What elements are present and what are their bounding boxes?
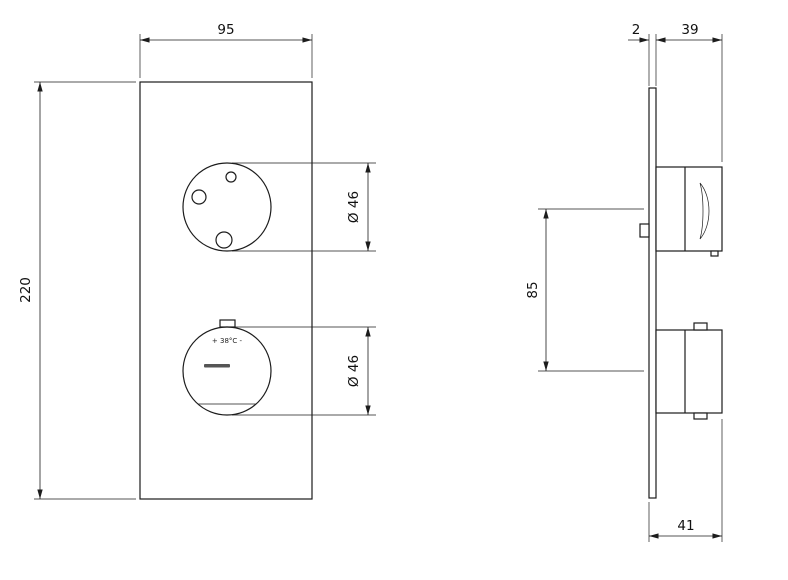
dim-label-front-width: 95 [217, 22, 234, 38]
upper-handle-profile [639, 166, 723, 257]
lower-knob: + 38°C - [182, 319, 272, 416]
temperature-marking: + 38°C - [212, 337, 243, 345]
upper-handle-lever-detail [699, 182, 710, 240]
lower-handle-top-button [693, 322, 708, 331]
dim-label-handle-spacing: 85 [525, 281, 541, 298]
upper-knob-outline [182, 162, 272, 252]
dim-front-width: 95 [139, 22, 313, 78]
upper-handle-body [655, 166, 723, 252]
lower-handle-bottom-notch [693, 412, 708, 420]
upper-knob-hole-bottom [215, 231, 233, 249]
dim-label-lower-knob-dia: Ø 46 [346, 355, 362, 387]
lower-handle-profile [655, 322, 723, 420]
upper-handle-bottom-notch [710, 250, 719, 257]
side-wall-plate [648, 87, 657, 499]
dim-label-front-height: 220 [18, 277, 34, 303]
upper-knob [182, 162, 272, 252]
dim-overall-depth: 41 [648, 419, 723, 542]
dim-label-overall-depth: 41 [677, 518, 694, 534]
dim-label-plate-thickness: 2 [632, 22, 641, 38]
lower-knob-safety-button [219, 319, 236, 328]
dim-handle-spacing: 85 [525, 208, 644, 372]
upper-knob-hole-top [225, 171, 237, 183]
upper-handle-rear-tab [639, 223, 650, 238]
dim-lower-knob-diameter: Ø 46 [232, 326, 376, 416]
side-view: 2 39 85 41 [525, 22, 723, 542]
front-plate [139, 81, 313, 500]
front-view: + 38°C - 95 220 [18, 22, 376, 500]
upper-knob-hole-left [191, 189, 207, 205]
dim-label-upper-knob-dia: Ø 46 [346, 191, 362, 223]
dim-label-handle-depth: 39 [681, 22, 698, 38]
dim-front-height: 220 [18, 81, 136, 500]
engraving-mark [204, 364, 230, 368]
dim-handle-depth: 39 [656, 22, 723, 162]
lower-handle-body [655, 329, 723, 414]
dim-upper-knob-diameter: Ø 46 [232, 162, 376, 252]
dim-plate-thickness: 2 [628, 22, 657, 86]
